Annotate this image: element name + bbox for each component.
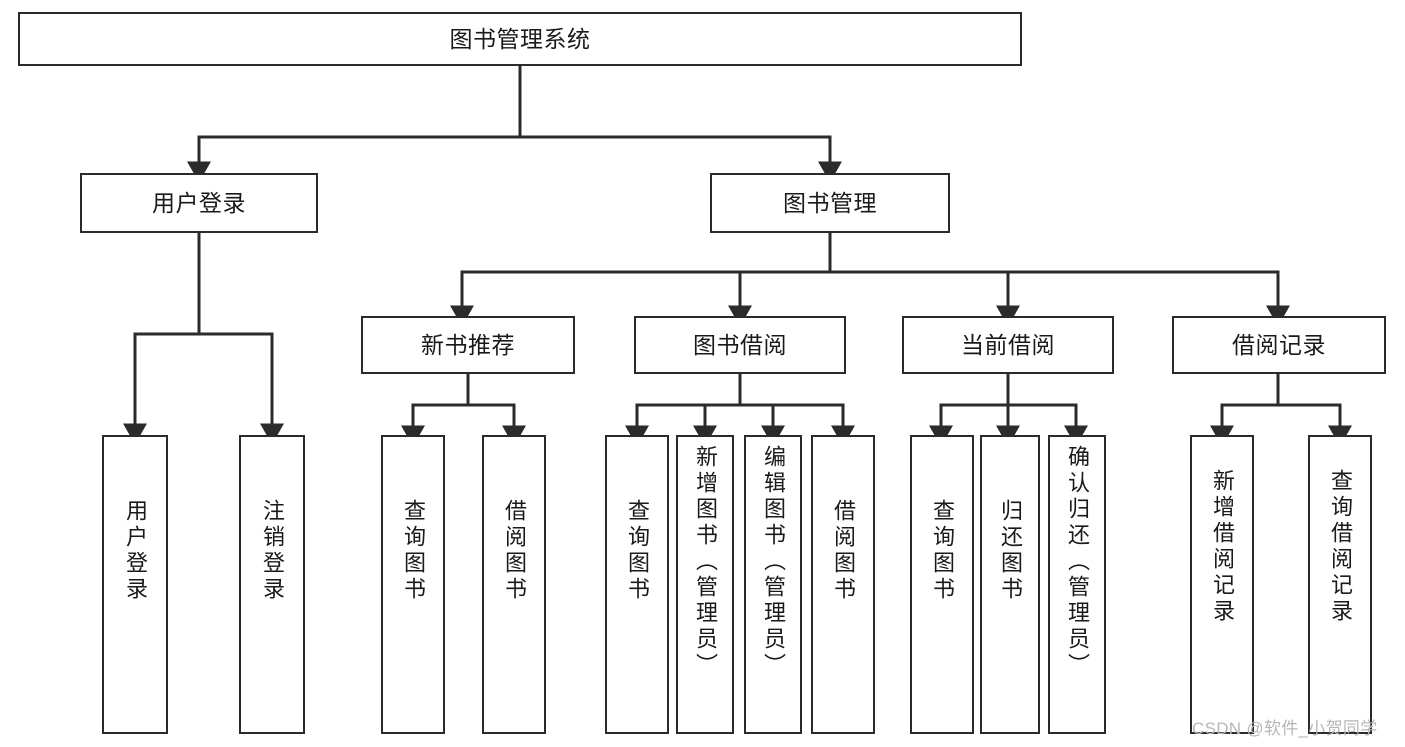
- node-label: 新书推荐: [421, 331, 515, 358]
- leaf-new-book-query-book[interactable]: 查询图书: [381, 435, 445, 734]
- node-label: 用户登录: [123, 499, 148, 603]
- node-label: 借阅记录: [1232, 331, 1326, 358]
- leaf-current-borrow-query-book[interactable]: 查询图书: [910, 435, 974, 734]
- node-label: 借阅图书: [502, 499, 527, 603]
- leaf-current-borrow-return-book[interactable]: 归还图书: [980, 435, 1040, 734]
- node-label: 查询图书: [625, 499, 650, 603]
- leaf-book-borrow-query-book[interactable]: 查询图书: [605, 435, 669, 734]
- node-label: 确认归还（管理员）: [1065, 445, 1090, 679]
- node-label: 归还图书: [998, 499, 1023, 603]
- node-book-borrow[interactable]: 图书借阅: [634, 316, 846, 374]
- node-label: 新增图书（管理员）: [693, 445, 718, 679]
- node-label: 编辑图书（管理员）: [761, 445, 786, 679]
- node-label: 新增借阅记录: [1210, 469, 1235, 625]
- node-label: 查询借阅记录: [1328, 469, 1353, 625]
- node-label: 图书管理: [783, 189, 877, 216]
- node-user-login[interactable]: 用户登录: [80, 173, 318, 233]
- node-book-management[interactable]: 图书管理: [710, 173, 950, 233]
- node-label: 查询图书: [930, 499, 955, 603]
- leaf-borrow-record-query-record[interactable]: 查询借阅记录: [1308, 435, 1372, 734]
- leaf-borrow-record-add-record[interactable]: 新增借阅记录: [1190, 435, 1254, 734]
- leaf-current-borrow-confirm-return-admin[interactable]: 确认归还（管理员）: [1048, 435, 1106, 734]
- node-label: 图书借阅: [693, 331, 787, 358]
- node-label: 查询图书: [401, 499, 426, 603]
- watermark-text: CSDN @软件_小贺同学: [1192, 719, 1378, 738]
- leaf-book-borrow-borrow-book[interactable]: 借阅图书: [811, 435, 875, 734]
- leaf-user-login-logout[interactable]: 注销登录: [239, 435, 305, 734]
- leaf-book-borrow-add-book-admin[interactable]: 新增图书（管理员）: [676, 435, 734, 734]
- node-label: 借阅图书: [831, 499, 856, 603]
- leaf-user-login-login[interactable]: 用户登录: [102, 435, 168, 734]
- node-current-borrow[interactable]: 当前借阅: [902, 316, 1114, 374]
- node-borrow-record[interactable]: 借阅记录: [1172, 316, 1386, 374]
- node-new-book-recommend[interactable]: 新书推荐: [361, 316, 575, 374]
- leaf-new-book-borrow-book[interactable]: 借阅图书: [482, 435, 546, 734]
- node-label: 用户登录: [152, 189, 246, 216]
- node-label: 注销登录: [260, 499, 285, 603]
- node-book-management-system[interactable]: 图书管理系统: [18, 12, 1022, 66]
- node-label: 当前借阅: [961, 331, 1055, 358]
- leaf-book-borrow-edit-book-admin[interactable]: 编辑图书（管理员）: [744, 435, 802, 734]
- node-label: 图书管理系统: [449, 25, 591, 52]
